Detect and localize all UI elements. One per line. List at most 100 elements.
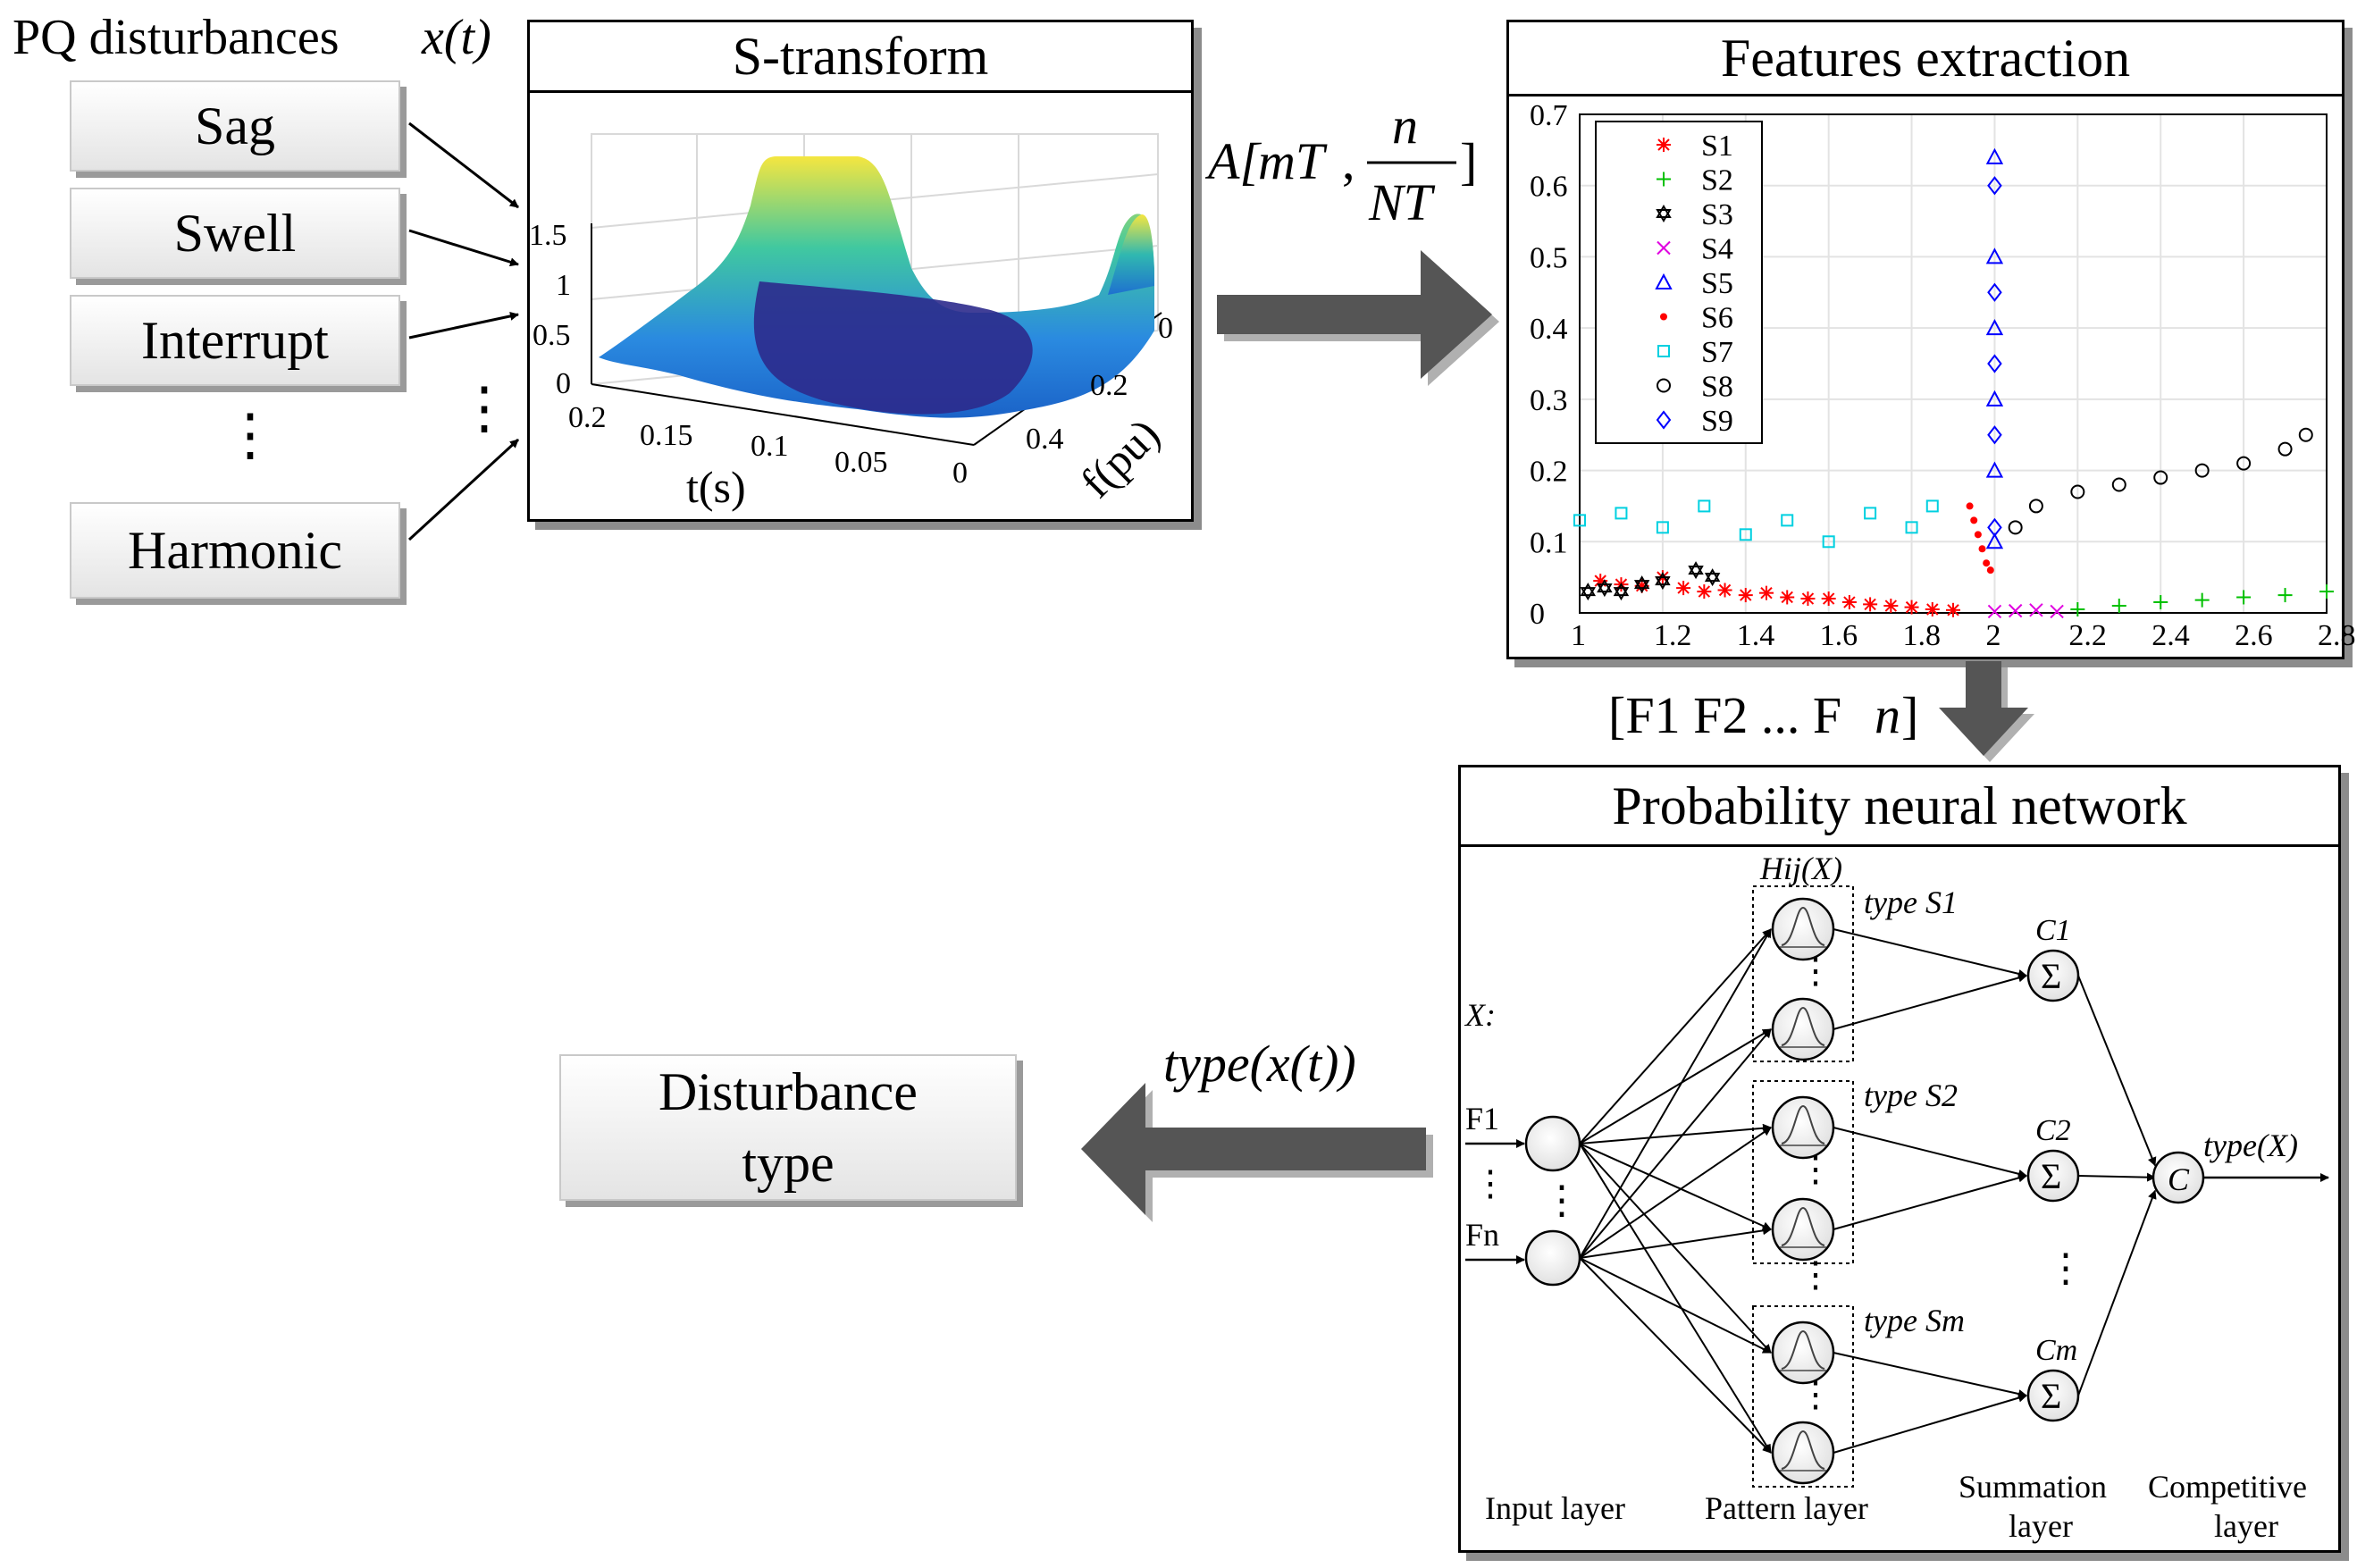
input-pattern-link — [1579, 1127, 1772, 1259]
input-node-ellipsis: ⋮ — [1542, 1178, 1581, 1222]
point-s5 — [1985, 532, 2004, 549]
c1-label: C1 — [2035, 914, 2071, 947]
pattern-node — [1771, 1197, 1835, 1262]
st-f-tick: 0.2 — [1090, 369, 1128, 402]
pattern-layer-label: Pattern layer — [1705, 1490, 1868, 1526]
input-pattern-link — [1579, 1123, 1772, 1145]
pattern-nodes: ⋮⋮⋮⋮ — [1771, 897, 1835, 1485]
point-s3 — [1580, 583, 1597, 601]
label-mt: mT — [1258, 132, 1328, 190]
group-ellipsis: ⋮ — [1798, 1254, 1833, 1295]
sum-node-1 — [2026, 949, 2080, 1002]
legend-label-s1: S1 — [1701, 130, 1733, 163]
legend-label-s7: S7 — [1701, 336, 1733, 369]
input-node-f1 — [1524, 1115, 1581, 1172]
point-s1 — [1946, 602, 1960, 617]
point-s2 — [2070, 602, 2085, 617]
point-s4 — [2050, 604, 2064, 619]
point-s8 — [2008, 520, 2023, 535]
point-s3 — [1704, 568, 1721, 587]
point-s4 — [1987, 604, 2002, 619]
fn-label: Fn — [1465, 1217, 1499, 1253]
vector-close: ] — [1901, 686, 1918, 744]
point-s1 — [1676, 581, 1691, 596]
pattern-sum-link — [1833, 1173, 2027, 1230]
sigma-m: Σ — [2041, 1376, 2061, 1416]
signal-label: x(t) — [422, 9, 491, 66]
pattern-sum-link — [1833, 1352, 2027, 1398]
point-s5 — [1985, 319, 2004, 336]
legend-marker-s9 — [1656, 410, 1672, 430]
pattern-groups — [1752, 885, 1854, 1488]
label-num: n — [1392, 96, 1418, 155]
pnn-title-text: Probability neural network — [1612, 776, 2187, 835]
point-s7 — [1656, 521, 1669, 534]
x-tick-label: 1.4 — [1737, 619, 1775, 652]
heading-text: PQ disturbances — [13, 10, 340, 65]
st-t-tick: 0.05 — [835, 446, 888, 479]
x-tick-label: 1 — [1571, 619, 1586, 652]
competitive-layer-label-2: layer — [2214, 1508, 2278, 1544]
point-s3 — [1613, 583, 1630, 601]
point-s1 — [1738, 588, 1753, 603]
point-s1 — [1780, 590, 1795, 605]
point-s5 — [1985, 247, 2004, 264]
point-s1 — [1904, 600, 1919, 615]
st-t-axis-label: t(s) — [686, 462, 746, 512]
x-label: X: — [1464, 997, 1496, 1033]
sum-ellipsis: ⋮ — [2046, 1246, 2085, 1290]
sum-competitive-link — [2077, 975, 2157, 1167]
sum-node-m — [2026, 1369, 2080, 1422]
legend-marker-s5 — [1655, 273, 1673, 289]
pattern-sum-link — [1833, 1393, 2027, 1454]
inputs-ellipsis: ⋮ — [1472, 1163, 1508, 1203]
vector-open: [F1 F2 ... F — [1608, 686, 1841, 744]
point-s9 — [1987, 517, 2002, 537]
hij-label: Hij(X) — [1759, 851, 1842, 886]
type-s2-label: type S2 — [1864, 1077, 1958, 1113]
sag-box: Sag — [70, 80, 400, 172]
f1-label: F1 — [1465, 1101, 1499, 1136]
pnn-title: Probability neural network — [1461, 767, 2338, 847]
y-tick-label: 0.2 — [1530, 456, 1568, 489]
legend-label-s2: S2 — [1701, 164, 1733, 197]
point-s2 — [2277, 588, 2293, 603]
summation-nodes: Σ Σ Σ ⋮ — [2026, 949, 2085, 1422]
legend-marker-s3 — [1656, 205, 1672, 222]
legend-marker-s7 — [1657, 345, 1670, 357]
point-s8 — [2153, 470, 2168, 485]
x-tick-label: 2 — [1985, 619, 2001, 652]
y-tick-label: 0.6 — [1530, 171, 1568, 204]
st-z-tick: 1 — [556, 269, 571, 302]
point-s8 — [2298, 427, 2313, 442]
point-s7 — [1822, 535, 1835, 549]
point-s3 — [1655, 572, 1671, 591]
input-layer-label: Input layer — [1485, 1490, 1625, 1526]
point-s5 — [1985, 461, 2004, 478]
point-s7 — [1905, 521, 1918, 534]
type-s1-label: type S1 — [1864, 885, 1958, 920]
legend-marker-s6 — [1660, 313, 1667, 321]
st-t-tick: 0.15 — [640, 419, 693, 452]
point-s6 — [1966, 502, 1974, 510]
type-x-output-label: type(X) — [2203, 1128, 2298, 1163]
point-s6 — [1986, 566, 1994, 574]
point-s1 — [1800, 591, 1816, 607]
point-s8 — [2236, 456, 2252, 471]
pattern-sum-link — [1833, 928, 2027, 978]
input-pattern-link — [1579, 1143, 1772, 1354]
point-s9 — [1987, 425, 2002, 445]
point-s7 — [1925, 499, 1939, 513]
signal-text: x(t) — [422, 10, 491, 65]
x-tick-label: 1.2 — [1654, 619, 1692, 652]
x-tick-label: 2.4 — [2151, 619, 2190, 652]
features-title-text: Features extraction — [1720, 29, 2131, 88]
point-s7 — [1864, 507, 1877, 520]
pattern-ellipsis: ⋮ — [1798, 1374, 1833, 1414]
legend-marker-s2 — [1657, 172, 1671, 187]
pattern-group-1 — [1752, 885, 1854, 1062]
point-s6 — [1978, 545, 1986, 553]
point-s9 — [1987, 176, 2002, 196]
input-pattern-link — [1579, 1028, 1772, 1259]
summation-layer-label-1: Summation — [1959, 1469, 2107, 1505]
